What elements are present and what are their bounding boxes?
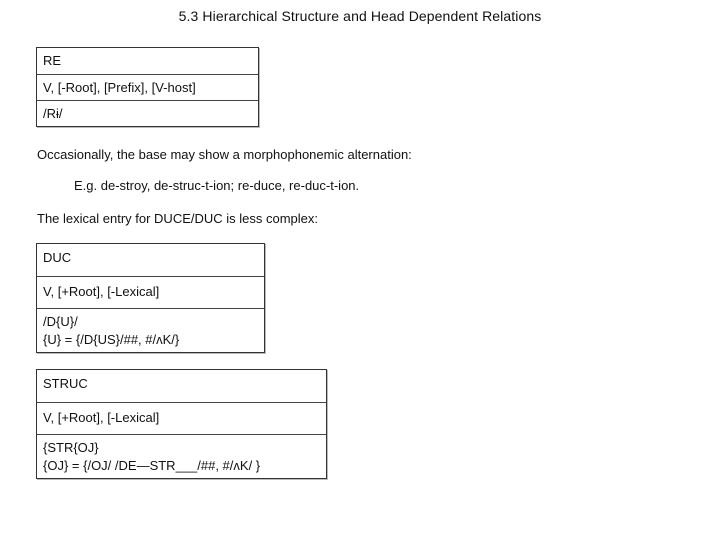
entry-name-cell: STRUC (37, 370, 326, 402)
example-text: E.g. de-stroy, de-struc-t-ion; re-duce, … (74, 178, 360, 193)
entry-name: DUC (43, 250, 72, 265)
entry-name-cell: DUC (37, 244, 264, 276)
entry-name-cell: RE (37, 48, 258, 74)
entry-phonology-line: {OJ} = {/OJ/ /DE—STR___/##, #/ʌK/ } (43, 458, 261, 473)
entry-features: V, [+Root], [-Lexical] (43, 284, 160, 299)
page-title: 5.3 Hierarchical Structure and Head Depe… (178, 8, 542, 24)
entry-name: RE (43, 53, 62, 68)
entry-phonology-line: {STR{OJ} (43, 440, 99, 455)
entry-features-cell: V, [-Root], [Prefix], [V-host] (37, 74, 258, 100)
entry-features: V, [+Root], [-Lexical] (43, 410, 160, 425)
lexical-entry-duc: DUC V, [+Root], [-Lexical] /D{U}/ {U} = … (36, 243, 265, 353)
entry-phonology-cell: /Rɨ/ (37, 100, 258, 126)
entry-phonology-cell: /D{U}/ {U} = {/D{US}/##, #/ʌK/} (37, 308, 264, 352)
entry-phonology: /Rɨ/ (43, 106, 63, 121)
entry-phonology-line: /D{U}/ (43, 314, 78, 329)
entry-features: V, [-Root], [Prefix], [V-host] (43, 80, 196, 95)
entry-features-cell: V, [+Root], [-Lexical] (37, 276, 264, 308)
entry-name: STRUC (43, 376, 88, 391)
lexical-entry-struc: STRUC V, [+Root], [-Lexical] {STR{OJ} {O… (36, 369, 327, 479)
entry-features-cell: V, [+Root], [-Lexical] (37, 402, 326, 434)
duc-intro-text: The lexical entry for DUCE/DUC is less c… (37, 211, 319, 226)
alternation-text: Occasionally, the base may show a morpho… (37, 147, 412, 162)
entry-phonology-line: {U} = {/D{US}/##, #/ʌK/} (43, 332, 180, 347)
lexical-entry-re: RE V, [-Root], [Prefix], [V-host] /Rɨ/ (36, 47, 259, 127)
entry-phonology-cell: {STR{OJ} {OJ} = {/OJ/ /DE—STR___/##, #/ʌ… (37, 434, 326, 478)
